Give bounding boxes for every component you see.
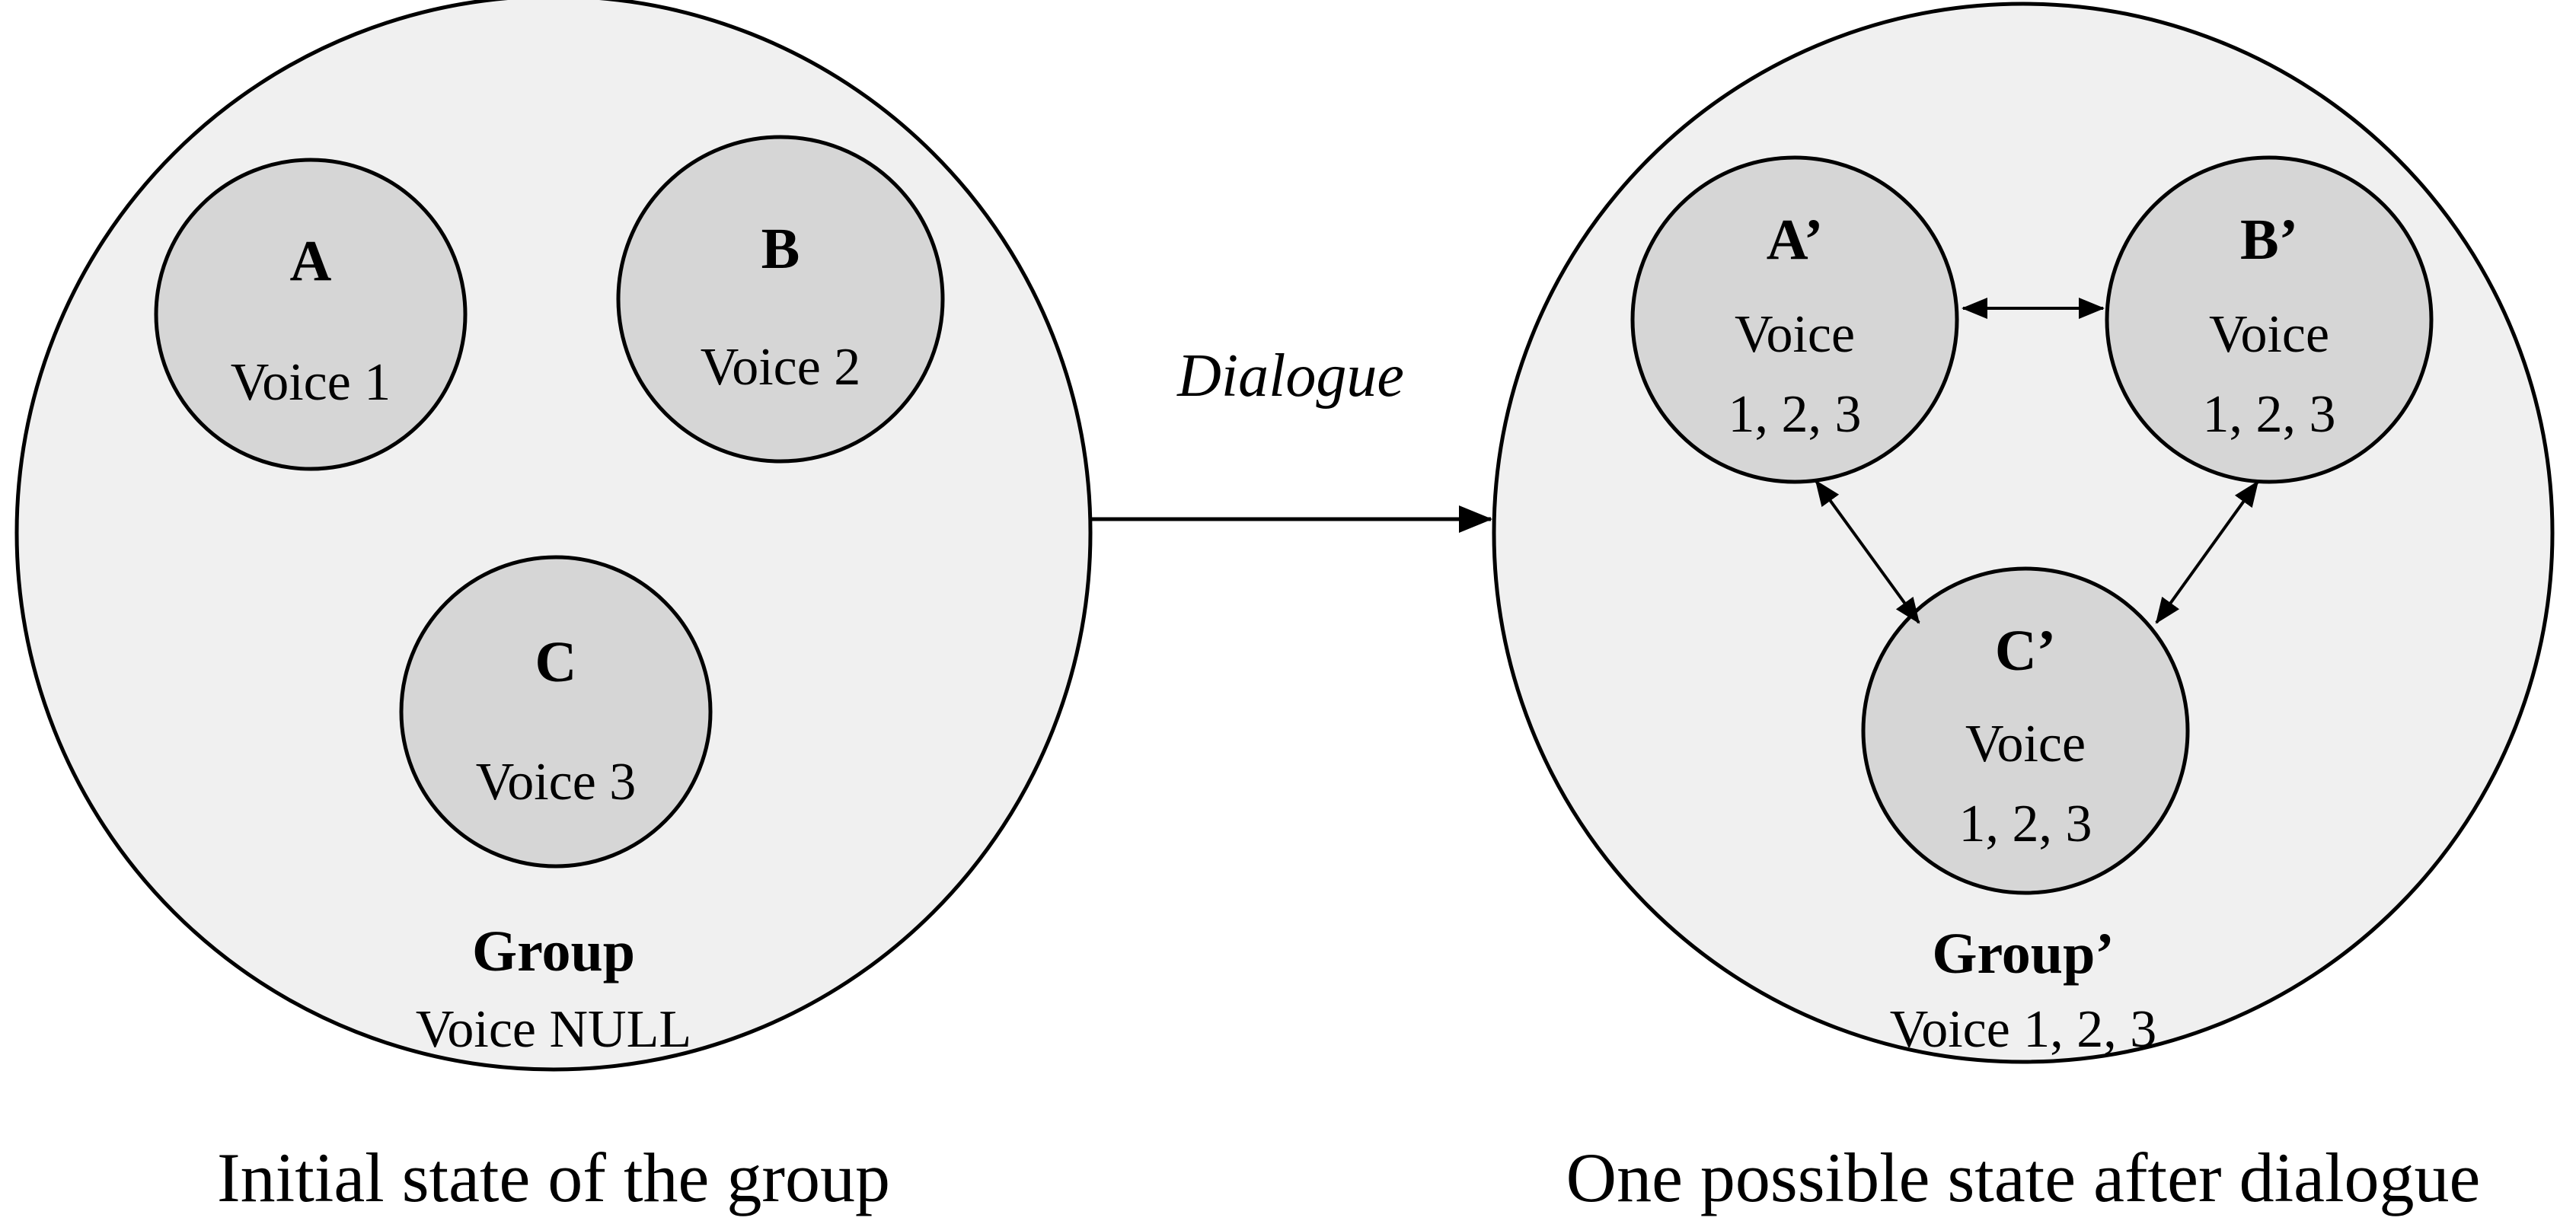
initial-group-circle [14, 0, 1093, 1072]
member-a-circle [154, 158, 468, 471]
member-b-prime-name: B’ [2240, 208, 2298, 272]
member-c-prime-voice-line2: 1, 2, 3 [1959, 795, 2092, 853]
after-group-name: Group’ [1932, 922, 2114, 986]
member-a: A Voice 1 [154, 158, 468, 471]
member-b-prime-voice-line2: 1, 2, 3 [2203, 385, 2336, 444]
link-b-c-arrow [2155, 480, 2259, 624]
after-group: A’ Voice 1, 2, 3 B’ Voice 1, 2, 3 C’ Voi… [1492, 2, 2555, 1064]
member-c-circle [399, 555, 713, 869]
member-c: C Voice 3 [399, 555, 713, 869]
member-a-prime-voice-line1: Voice [1735, 305, 1855, 364]
dialogue-label: Dialogue [1176, 343, 1404, 410]
initial-group: A Voice 1 B Voice 2 C Voice 3 Group Voic… [14, 0, 1093, 1072]
member-c-prime-name: C’ [1995, 619, 2056, 683]
member-a-voice: Voice 1 [231, 353, 391, 412]
initial-group-name: Group [472, 920, 635, 983]
after-group-voice: Voice 1, 2, 3 [1890, 1000, 2157, 1059]
member-a-prime-circle [1630, 155, 1959, 484]
after-group-circle [1492, 2, 2555, 1064]
member-b-prime-voice-line1: Voice [2209, 305, 2329, 364]
member-c-prime-voice-line1: Voice [1965, 715, 2086, 773]
member-a-prime: A’ Voice 1, 2, 3 [1630, 155, 1959, 484]
member-b-name: B [761, 217, 800, 281]
initial-caption: Initial state of the group [217, 1139, 890, 1216]
member-b-prime: B’ Voice 1, 2, 3 [2105, 155, 2434, 484]
member-b-voice: Voice 2 [701, 338, 861, 397]
member-a-name: A [290, 229, 332, 293]
member-c-name: C [535, 630, 577, 694]
dialogue-transition: Dialogue [1090, 343, 1492, 533]
link-a-c-arrow [1815, 480, 1920, 624]
member-b-prime-circle [2105, 155, 2434, 484]
initial-group-voice: Voice NULL [416, 1000, 691, 1059]
member-a-prime-name: A’ [1767, 208, 1824, 272]
member-b-circle [616, 135, 945, 464]
member-c-prime: C’ Voice 1, 2, 3 [1861, 566, 2190, 895]
member-a-prime-voice-line2: 1, 2, 3 [1729, 385, 1862, 444]
member-b: B Voice 2 [616, 135, 945, 464]
after-caption: One possible state after dialogue [1566, 1139, 2481, 1216]
member-c-voice: Voice 3 [476, 753, 637, 811]
member-c-prime-circle [1861, 566, 2190, 895]
